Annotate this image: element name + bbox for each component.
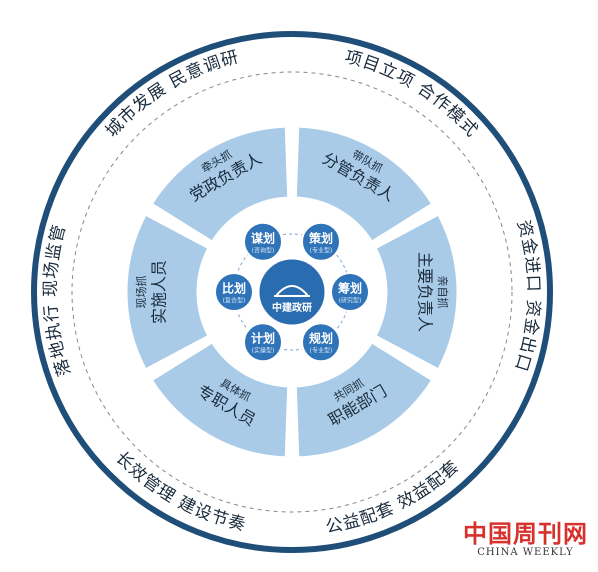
watermark: 中国周刊网 CHINA WEEKLY [463, 514, 588, 558]
sector-title-3: 主要负责人 [416, 252, 435, 332]
bubble-sub-3: (专业型) [310, 347, 333, 355]
bubble-title-4: 计划 [251, 331, 275, 346]
sector-sub-6: 现场抓 [134, 276, 148, 309]
watermark-cn: 中国周刊网 [463, 514, 588, 549]
bubble-sub-5: (复合型) [223, 297, 246, 305]
bubble-title-3: 规划 [309, 331, 333, 346]
center-circle [258, 258, 326, 326]
watermark-en: CHINA WEEKLY [463, 547, 588, 558]
bubble-sub-2: (研究型) [339, 297, 362, 305]
bubble-title-1: 策划 [309, 230, 333, 245]
sector-title-6: 实施人员 [150, 260, 169, 324]
bubble-sub-1: (专业型) [310, 246, 333, 254]
bubble-title-2: 筹划 [338, 281, 362, 296]
bubble-title-5: 比划 [222, 281, 246, 296]
bubble-title-6: 谋划 [251, 230, 275, 245]
center-label: 中建政研 [272, 301, 312, 314]
bubble-sub-4: (实操型) [252, 347, 275, 355]
bubble-sub-6: (咨询型) [252, 246, 275, 254]
sector-sub-3: 亲自抓 [436, 276, 450, 309]
